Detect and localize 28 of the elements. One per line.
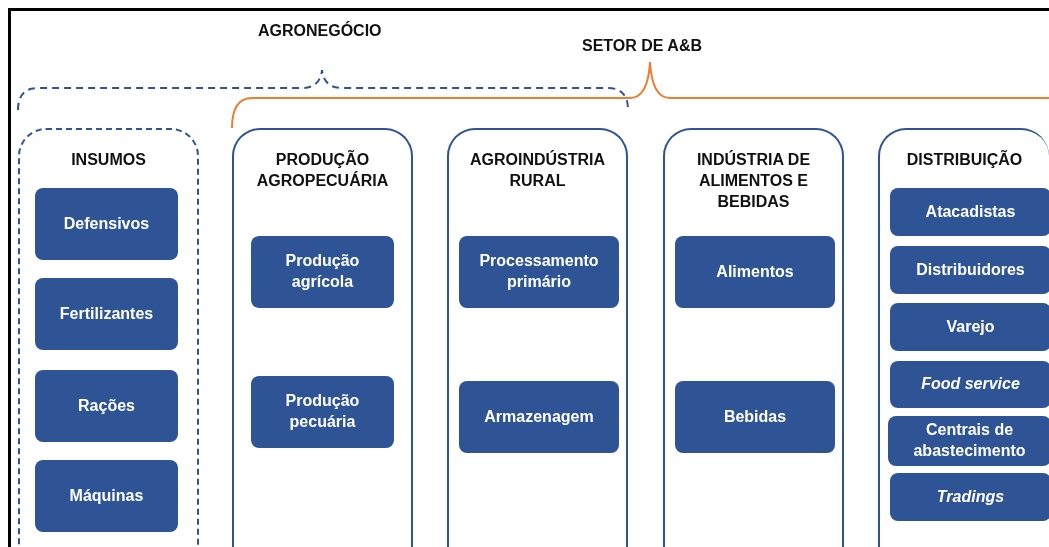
column-panel: [878, 128, 1049, 547]
category-box: Food service: [890, 361, 1049, 408]
category-box: Armazenagem: [459, 381, 619, 453]
category-box: Produção pecuária: [251, 376, 394, 448]
category-box: Defensivos: [35, 188, 178, 260]
category-box: Atacadistas: [890, 188, 1049, 236]
column-heading: AGROINDÚSTRIA RURAL: [468, 150, 607, 191]
category-box: Centrais de abastecimento: [888, 416, 1049, 466]
category-box: Rações: [35, 370, 178, 442]
category-box: Distribuidores: [890, 246, 1049, 294]
column-panel: [18, 128, 199, 547]
column-panel: [232, 128, 413, 547]
column-heading: INDÚSTRIA DE ALIMENTOS E BEBIDAS: [695, 150, 812, 212]
bracket-label: AGRONEGÓCIO: [258, 22, 382, 40]
category-box: Varejo: [890, 303, 1049, 351]
category-box: Alimentos: [675, 236, 835, 308]
column-panel: [447, 128, 628, 547]
column-heading: DISTRIBUIÇÃO: [905, 150, 1024, 170]
column-heading: INSUMOS: [70, 150, 147, 170]
category-box: Tradings: [890, 473, 1049, 521]
column-heading: PRODUÇÃO AGROPECUÁRIA: [255, 150, 390, 191]
category-box: Produção agrícola: [251, 236, 394, 308]
category-box: Bebidas: [675, 381, 835, 453]
column-panel: [663, 128, 844, 547]
category-box: Fertilizantes: [35, 278, 178, 350]
bracket-label: SETOR DE A&B: [582, 37, 702, 55]
category-box: Processamento primário: [459, 236, 619, 308]
category-box: Máquinas: [35, 460, 178, 532]
